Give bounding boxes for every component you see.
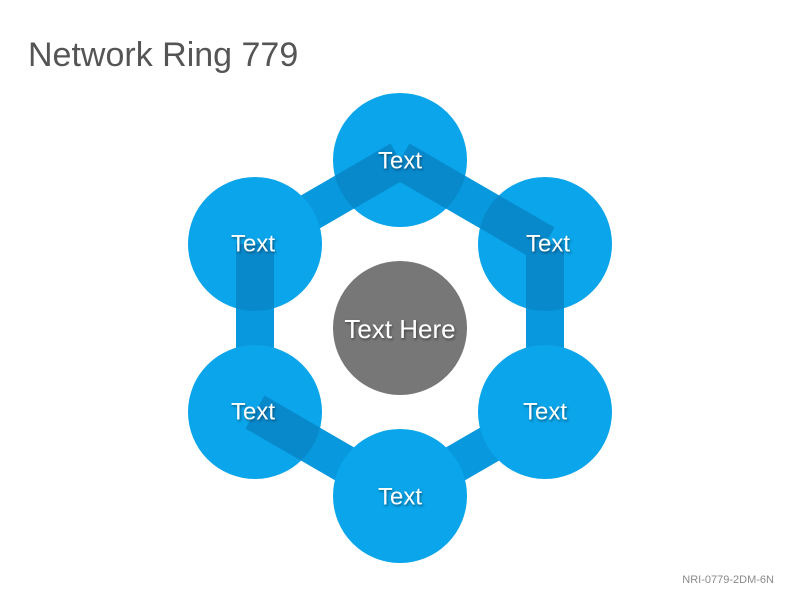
connector-overlaps xyxy=(236,143,564,479)
node-label-top: Text xyxy=(378,148,422,175)
ring-node-bottom[interactable] xyxy=(333,429,467,563)
node-label-upper-right: Text xyxy=(526,231,570,258)
node-label-lower-right: Text xyxy=(523,399,567,426)
slide-code: NRI-0779-2DM-6N xyxy=(682,574,774,586)
node-label-bottom: Text xyxy=(378,484,422,511)
ring-node-lower-right[interactable] xyxy=(478,345,612,479)
node-label-upper-left: Text xyxy=(231,231,275,258)
node-label-lower-left: Text xyxy=(231,399,275,426)
page-title: Network Ring 779 xyxy=(28,36,299,74)
center-node[interactable] xyxy=(333,261,467,395)
center-label: Text Here xyxy=(344,314,455,344)
